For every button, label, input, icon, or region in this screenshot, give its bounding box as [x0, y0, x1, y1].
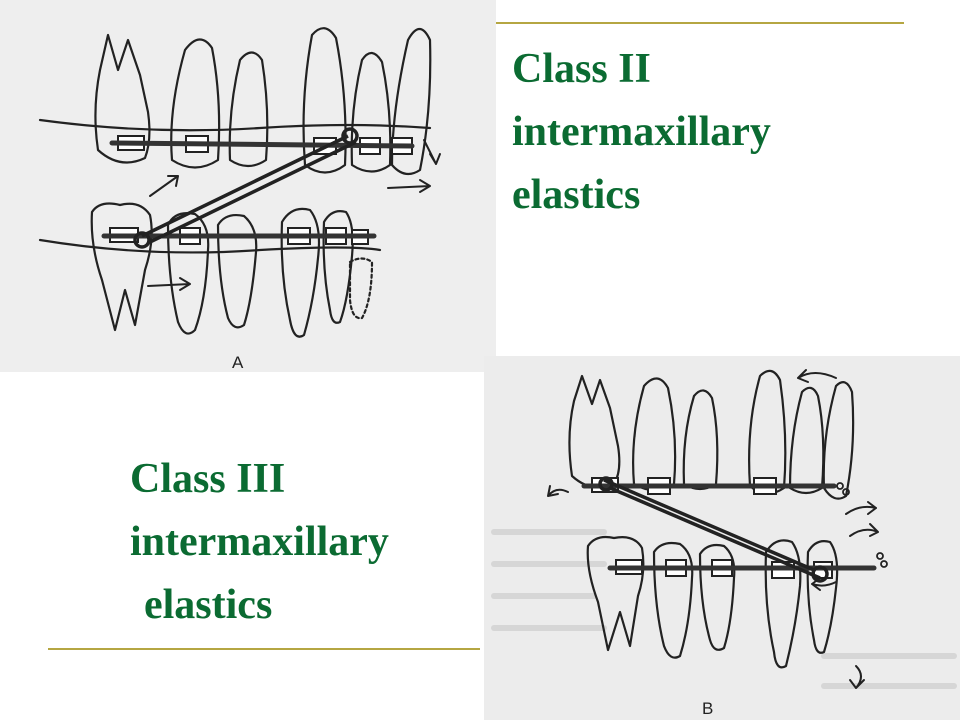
top-divider-rule — [496, 22, 904, 24]
class-ii-elastics-illustration: A — [0, 0, 496, 372]
lower-incisor-dotted — [348, 257, 374, 320]
title-class-iii-line-2: intermaxillary — [130, 519, 389, 565]
upper-canine — [748, 369, 787, 495]
lower-premolar-2 — [698, 543, 736, 651]
title-class-ii-line-2: intermaxillary — [512, 109, 771, 155]
lower-molar — [586, 535, 645, 652]
arrow-rotation-bottom — [849, 665, 865, 689]
scan-background — [484, 356, 960, 720]
lower-canine — [280, 207, 321, 338]
lower-molar — [90, 202, 153, 332]
arrow-upper-mesial — [149, 175, 179, 197]
upper-archwire — [109, 140, 415, 149]
arrow-rotation-top — [797, 369, 837, 383]
figure-b-label: B — [702, 699, 713, 718]
arrow-incisor-down — [423, 139, 441, 165]
upper-elastic-hook — [341, 127, 359, 145]
arrow-incisor-tip — [849, 523, 879, 537]
title-class-iii-elastics: Class III intermaxillary elastics — [130, 448, 389, 637]
class-iii-elastics-illustration: B — [484, 356, 960, 720]
lower-gum-line — [38, 238, 382, 254]
class-ii-elastic-band-2 — [149, 140, 357, 244]
wire-end-loop — [880, 560, 888, 568]
lower-premolar-1 — [652, 541, 694, 659]
title-class-ii-line-3: elastics — [512, 172, 641, 218]
upper-elastic-hook — [598, 476, 614, 492]
upper-canine — [302, 27, 347, 174]
class-iii-drawing: B — [484, 356, 960, 720]
arrow-incisor-forward — [845, 501, 877, 515]
upper-molar — [94, 33, 151, 164]
class-ii-elastic-band-1 — [141, 134, 349, 238]
lower-canine — [764, 539, 802, 669]
title-class-iii-line-3: elastics — [144, 582, 273, 628]
arrow-upper-molar — [547, 485, 569, 497]
upper-incisor-lateral — [350, 51, 392, 173]
class-ii-drawing: A — [0, 0, 496, 372]
class-iii-elastic-band-1 — [603, 478, 815, 572]
lower-elastic-hook — [811, 565, 829, 583]
arrow-lower-back — [811, 577, 837, 591]
upper-incisor-lateral — [788, 386, 825, 495]
lower-premolar-2 — [216, 213, 258, 329]
title-class-ii-line-1: Class II — [512, 46, 651, 92]
bottom-divider-rule — [48, 648, 480, 650]
arrow-lower-forward — [147, 277, 191, 291]
wire-end-loop — [876, 552, 884, 560]
upper-incisor-central — [822, 381, 855, 500]
title-class-ii-elastics: Class II intermaxillary elastics — [512, 38, 771, 227]
lower-elastic-hook — [133, 231, 151, 249]
lower-incisor — [806, 540, 839, 654]
class-iii-elastic-band-2 — [609, 486, 821, 580]
upper-premolar-2 — [228, 51, 269, 168]
arrow-incisor-forward — [387, 179, 431, 193]
wire-end-loop — [842, 488, 850, 496]
upper-premolar-1 — [170, 38, 221, 169]
lower-incisor — [322, 210, 354, 324]
wire-end-loop — [836, 482, 844, 490]
upper-gum-line — [38, 118, 432, 132]
figure-a-label: A — [232, 353, 244, 372]
lower-premolar-1 — [166, 212, 210, 335]
title-class-iii-line-1: Class III — [130, 456, 286, 502]
upper-incisor-central — [390, 27, 432, 176]
